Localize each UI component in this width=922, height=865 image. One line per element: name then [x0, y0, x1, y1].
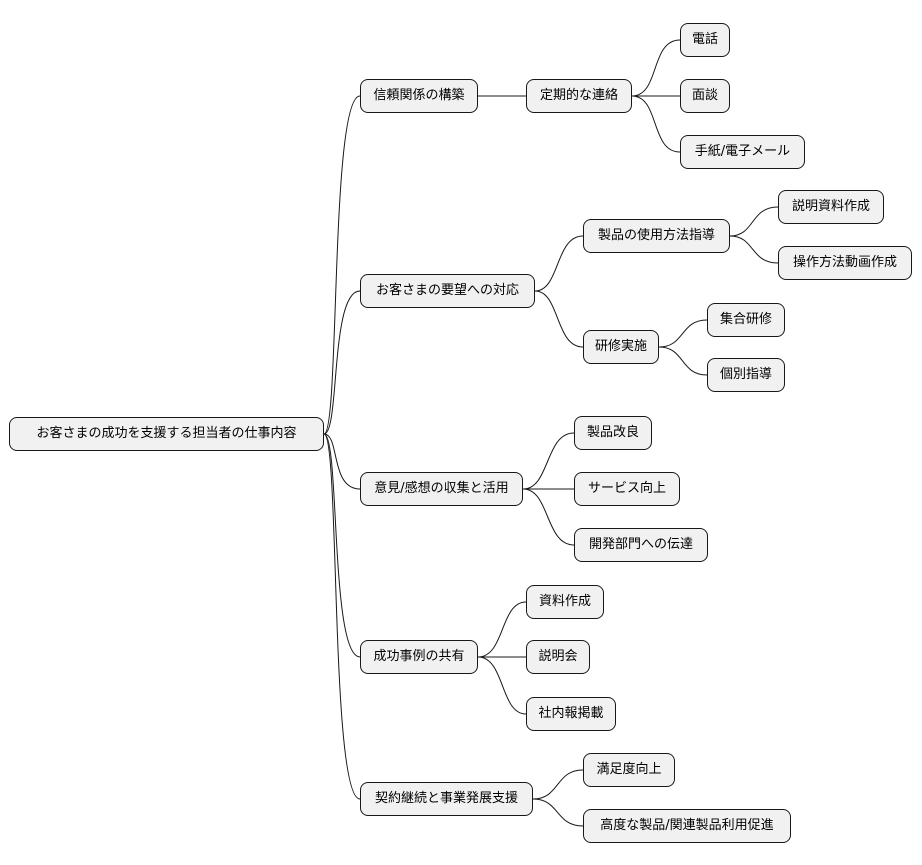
node-group-training: 集合研修 — [707, 303, 785, 337]
node-briefing: 説明会 — [526, 640, 590, 674]
node-branch-requests: お客さまの要望への対応 — [360, 274, 535, 308]
edge-b1c0-g1 — [729, 235, 779, 264]
edge-root-b2 — [323, 433, 361, 490]
node-individual-guidance: 個別指導 — [707, 358, 785, 392]
node-howto-video: 操作方法動画作成 — [778, 246, 912, 280]
edge-b1-c1 — [534, 290, 584, 348]
edge-b1c1-g1 — [658, 346, 708, 376]
edge-b1c0-g0 — [729, 206, 779, 237]
node-branch-success-cases: 成功事例の共有 — [360, 640, 478, 674]
node-usage-guidance: 製品の使用方法指導 — [583, 219, 730, 253]
node-satisfaction: 満足度向上 — [583, 753, 675, 787]
node-advanced-product-use: 高度な製品/関連製品利用促進 — [583, 809, 791, 843]
edge-b3-c0 — [477, 601, 527, 658]
node-meeting: 面談 — [680, 79, 730, 113]
node-letter-email: 手紙/電子メール — [680, 135, 805, 169]
edge-b0c0-g2 — [631, 95, 681, 153]
node-branch-feedback: 意見/感想の収集と活用 — [360, 472, 523, 506]
node-explain-docs: 説明資料作成 — [778, 190, 884, 224]
node-dev-communication: 開発部門への伝達 — [574, 528, 708, 562]
edge-b1-c0 — [534, 235, 584, 292]
edge-b2-c0 — [522, 432, 575, 490]
node-regular-contact: 定期的な連絡 — [526, 79, 632, 113]
edge-b3-c2 — [477, 656, 527, 715]
node-newsletter: 社内報掲載 — [526, 697, 616, 731]
node-product-improve: 製品改良 — [574, 416, 652, 450]
edge-b0c0-g0 — [631, 39, 681, 97]
node-root: お客さまの成功を支援する担当者の仕事内容 — [9, 417, 324, 451]
node-training: 研修実施 — [583, 330, 659, 364]
edge-b1c1-g0 — [658, 319, 708, 348]
node-branch-contract: 契約継続と事業発展支援 — [360, 782, 533, 816]
edge-b4-c0 — [532, 769, 584, 800]
node-branch-trust: 信頼関係の構築 — [360, 79, 478, 113]
node-service-improve: サービス向上 — [574, 472, 680, 506]
edge-b2-c2 — [522, 488, 575, 546]
edge-root-b0 — [323, 95, 361, 435]
edge-root-b1 — [323, 290, 361, 435]
node-create-materials: 資料作成 — [526, 585, 604, 619]
edge-b4-c1 — [532, 798, 584, 827]
edge-root-b4 — [323, 433, 361, 800]
node-phone: 電話 — [680, 23, 730, 57]
edge-root-b3 — [323, 433, 361, 658]
